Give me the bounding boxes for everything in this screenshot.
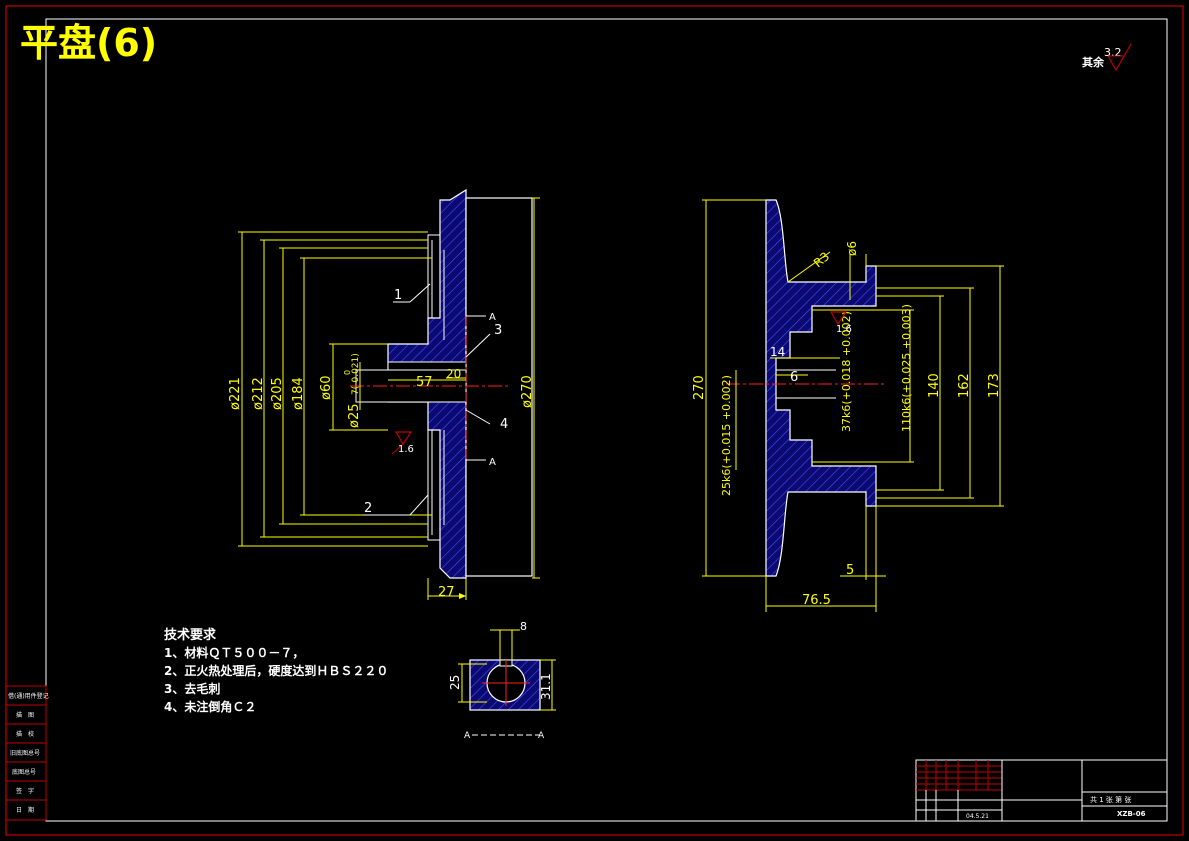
- dim-25-section: 25: [448, 675, 462, 690]
- roughness-symbol: [1107, 43, 1132, 72]
- dim-140: 140: [927, 373, 942, 398]
- roughness-note: 其余 3.2: [1082, 43, 1132, 72]
- tech-heading: 技术要求: [164, 627, 217, 643]
- title-block: 04.5.21 共 1 张 第 张 XZB-06: [915, 759, 1168, 822]
- section-mark-a-top: A: [489, 312, 496, 323]
- dim-37k6: 37k6(+0.018 +0.002): [840, 311, 853, 432]
- dim-20: 20: [446, 367, 461, 381]
- left-block-row-5: 签 字: [16, 787, 34, 795]
- dim-dia-270-left: ø270: [520, 375, 535, 408]
- roughness-value: 3.2: [1104, 46, 1122, 59]
- dim-dia-25: ø25: [347, 404, 362, 429]
- tech-item-4: 4、未注倒角Ｃ２: [164, 699, 256, 714]
- title-block-date: 04.5.21: [966, 813, 989, 820]
- callout-2: 2: [364, 501, 372, 516]
- left-block-row-3: 旧底图总号: [10, 749, 40, 757]
- dim-173: 173: [987, 373, 1002, 398]
- callout-3: 3: [494, 323, 502, 338]
- left-block-row-2: 描 校: [16, 730, 34, 738]
- dim-110k6: 110k6(+0.025 +0.003): [900, 304, 913, 432]
- dim-31-1: 31.1: [539, 673, 553, 700]
- section-a-a: 8 25 31.1 A A: [448, 620, 556, 741]
- left-block-row-1: 描 图: [16, 711, 34, 719]
- callout-1: 1: [394, 288, 402, 303]
- left-side-block: 借(通)用件登记 描 图 描 校 旧底图总号 底图总号 签 字 日 期: [5, 685, 49, 821]
- roughness-symbol-right: [829, 311, 848, 326]
- left-flange: [465, 197, 533, 577]
- drawing-title: 平盘(6): [20, 21, 157, 65]
- dim-270-right: 270: [692, 375, 707, 400]
- tech-item-3: 3、去毛刺: [164, 681, 220, 696]
- roughness-1-6-right: 1.6: [836, 324, 852, 335]
- dim-162: 162: [957, 373, 972, 398]
- section-mark-a-bottom: A: [489, 457, 496, 468]
- dim-6: 6: [790, 370, 798, 385]
- dim-dia-60: ø60: [319, 376, 334, 401]
- dim-dia-205: ø205: [270, 377, 285, 410]
- title-block-drawing-no: XZB-06: [1117, 810, 1146, 818]
- left-block-row-0: 借(通)用件登记: [8, 692, 49, 700]
- left-view: ø221 ø212 ø205 ø184 ø60 ø25 0 7(-0.021) …: [228, 188, 540, 600]
- section-label-a-left: A: [464, 731, 471, 741]
- roughness-symbol-left: [394, 431, 413, 446]
- dim-27: 27: [438, 585, 455, 600]
- dim-tol-upper: 0: [343, 370, 352, 375]
- section-label-a-right: A: [538, 731, 545, 741]
- dim-76-5: 76.5: [802, 593, 831, 608]
- left-block-row-6: 日 期: [16, 806, 34, 814]
- dim-d6: ø6: [845, 241, 859, 256]
- dim-8: 8: [520, 620, 527, 633]
- dim-tol-lower: 7(-0.021): [351, 353, 361, 395]
- right-section: [765, 199, 877, 577]
- dim-dia-212: ø212: [251, 377, 266, 410]
- dim-dia-184: ø184: [291, 377, 306, 410]
- dim-57: 57: [416, 375, 433, 390]
- roughness-prefix: 其余: [1082, 55, 1105, 69]
- outer-border: [5, 5, 1184, 836]
- dim-5: 5: [846, 563, 854, 578]
- roughness-1-6-left: 1.6: [398, 444, 414, 455]
- tech-item-2: 2、正火热处理后，硬度达到ＨＢＳ２２０: [164, 663, 388, 678]
- dim-25k6: 25k6(+0.015 +0.002): [720, 375, 733, 496]
- dim-dia-221: ø221: [228, 377, 243, 410]
- tech-requirements: 技术要求 1、材料ＱＴ５００－７， 2、正火热处理后，硬度达到ＨＢＳ２２０ 3、…: [164, 627, 388, 714]
- title-block-page-info: 共 1 张 第 张: [1090, 795, 1131, 804]
- right-view: 270 R3 ø6 14 6 37k6(+0.018 +0.002) 110k6…: [692, 199, 1004, 612]
- left-block-row-4: 底图总号: [12, 768, 36, 776]
- callout-4: 4: [500, 417, 508, 432]
- tech-item-1: 1、材料ＱＴ５００－７，: [164, 645, 304, 660]
- dim-14: 14: [770, 345, 785, 359]
- inner-border: [45, 18, 1168, 822]
